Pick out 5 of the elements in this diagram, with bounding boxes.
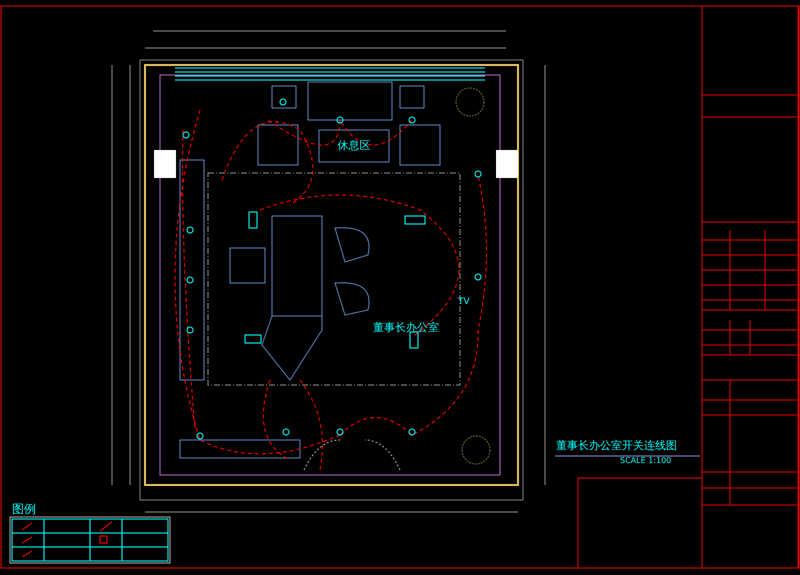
area-label: 休息区 (338, 138, 370, 154)
drawing-title: 董事长办公室开关连线图 (556, 438, 677, 454)
tv-label: TV (458, 296, 470, 309)
scale-label: SCALE 1:100 (620, 455, 672, 467)
legend-heading: 图例 (12, 501, 36, 518)
